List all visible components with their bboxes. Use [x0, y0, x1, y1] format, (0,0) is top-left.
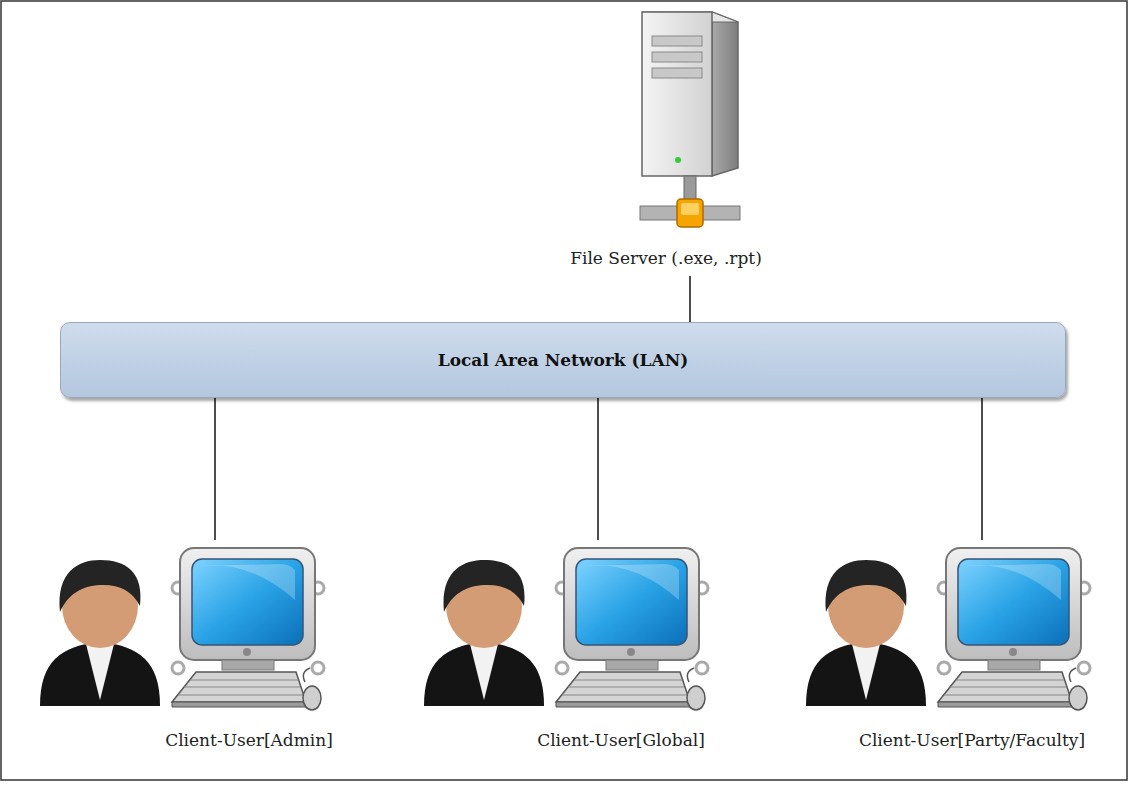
node-label: Client-User[Party/Faculty] [856, 729, 1088, 751]
server-icon [640, 12, 740, 227]
network-link [598, 398, 599, 540]
network-label: Local Area Network (LAN) [438, 350, 689, 370]
client-icon [40, 548, 324, 710]
client-node: Client-User[Global] [412, 540, 757, 756]
network-link [690, 276, 691, 322]
network-band: Local Area Network (LAN) [60, 322, 1066, 398]
node-label: Client-User[Admin] [162, 729, 336, 751]
client-icon [424, 548, 708, 710]
node-label: Client-User[Global] [534, 729, 708, 751]
node-label: File Server (.exe, .rpt) [567, 247, 765, 269]
server-node: File Server (.exe, .rpt) [548, 6, 788, 276]
client-node: Client-User[Party/Faculty] [790, 540, 1135, 756]
network-link [215, 398, 216, 540]
client-icon [806, 548, 1090, 710]
client-node: Client-User[Admin] [30, 540, 375, 756]
network-link [982, 398, 983, 540]
frame-border [1, 1, 1127, 780]
